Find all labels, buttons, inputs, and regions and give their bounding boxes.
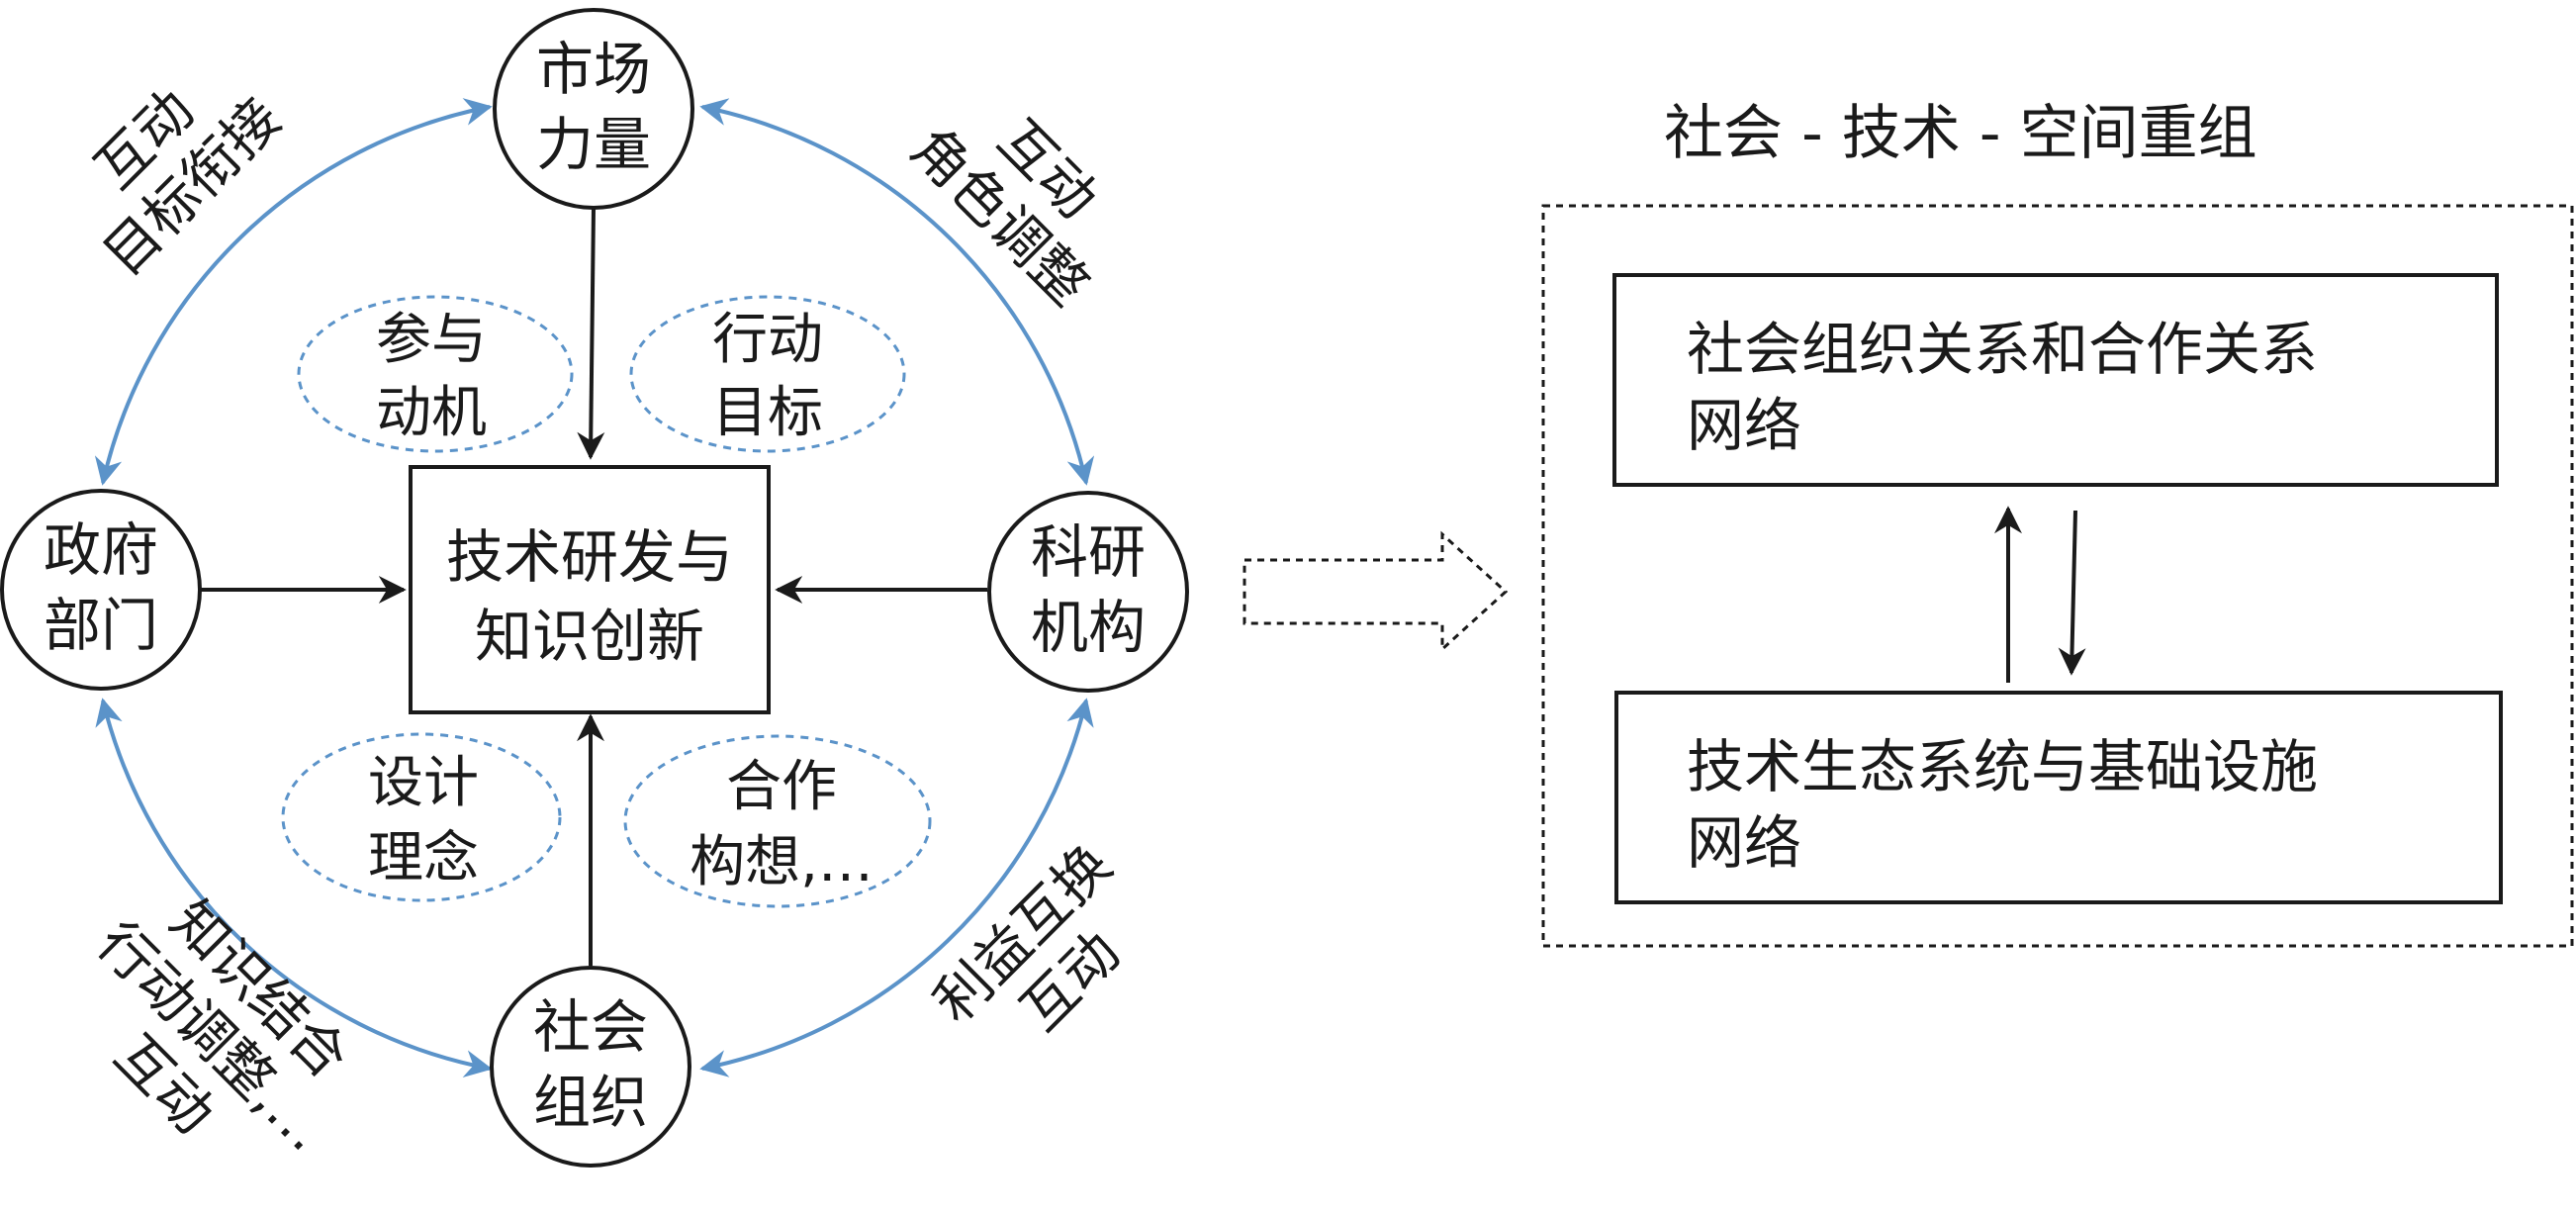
center-arrows bbox=[200, 207, 987, 966]
node-social-line1: 社会 bbox=[533, 993, 648, 1061]
transition-arrow bbox=[1242, 530, 1509, 653]
box-social-network: 社会组织关系和合作关系 网络 bbox=[1612, 273, 2499, 487]
box-social-network-line1: 社会组织关系和合作关系 bbox=[1687, 316, 2318, 383]
edge-label-bottom-right: 利益互换 互动 bbox=[922, 833, 1133, 1044]
edge-label-bottom-left: 知识结合 行动调整,… 互动 bbox=[84, 889, 360, 1165]
oval-bottom-right: 合作 构想,… bbox=[623, 734, 932, 908]
box-tech-network: 技术生态系统与基础设施 网络 bbox=[1614, 691, 2503, 904]
oval-top-left: 参与 动机 bbox=[297, 295, 574, 453]
arrow-market-to-center bbox=[577, 207, 605, 460]
oval-top-right-line1: 行动 bbox=[712, 308, 823, 372]
oval-bottom-right-line2: 构想,… bbox=[690, 830, 874, 894]
arc-market-government bbox=[94, 98, 493, 486]
node-market-line1: 市场 bbox=[536, 36, 651, 103]
center-box: 技术研发与 知识创新 bbox=[409, 465, 771, 714]
node-government-line1: 政府 bbox=[44, 516, 158, 584]
right-panel-title: 社会 - 技术 - 空间重组 bbox=[1664, 99, 2257, 168]
oval-bottom-right-line1: 合作 bbox=[726, 755, 837, 819]
ring-arcs bbox=[94, 98, 1095, 1077]
box-social-network-line2: 网络 bbox=[1687, 392, 1801, 459]
arrow-down bbox=[2058, 510, 2086, 676]
oval-bottom-left-line2: 理念 bbox=[368, 826, 479, 890]
edge-label-top-right: 互动 角色调整 bbox=[898, 108, 1109, 319]
feedback-arrows bbox=[1994, 506, 2086, 683]
oval-top-left-line2: 动机 bbox=[376, 381, 487, 445]
edge-label-top-left: 互动 目标衔接 bbox=[83, 78, 294, 289]
arc-market-research bbox=[699, 98, 1095, 486]
oval-bottom-left: 设计 理念 bbox=[281, 732, 562, 902]
oval-top-right: 行动 目标 bbox=[629, 295, 906, 453]
oval-top-right-line2: 目标 bbox=[712, 381, 823, 445]
node-social: 社会 组织 bbox=[490, 966, 691, 1168]
node-research-line1: 科研 bbox=[1031, 518, 1146, 586]
box-tech-network-line2: 网络 bbox=[1687, 809, 1801, 877]
oval-bottom-left-line1: 设计 bbox=[368, 751, 479, 815]
box-tech-network-line1: 技术生态系统与基础设施 bbox=[1687, 733, 2318, 800]
node-government: 政府 部门 bbox=[0, 489, 202, 691]
node-social-line2: 组织 bbox=[533, 1069, 648, 1136]
right-panel-frame bbox=[1541, 204, 2574, 948]
node-research: 科研 机构 bbox=[987, 491, 1189, 693]
oval-top-left-line1: 参与 bbox=[376, 308, 487, 372]
node-market: 市场 力量 bbox=[493, 8, 694, 210]
node-research-line2: 机构 bbox=[1031, 594, 1146, 661]
node-government-line2: 部门 bbox=[44, 592, 158, 659]
node-market-line2: 力量 bbox=[536, 111, 651, 178]
center-line2: 知识创新 bbox=[475, 603, 704, 670]
arc-research-social bbox=[699, 698, 1094, 1077]
arc-government-social bbox=[95, 698, 493, 1077]
center-line1: 技术研发与 bbox=[446, 523, 733, 591]
